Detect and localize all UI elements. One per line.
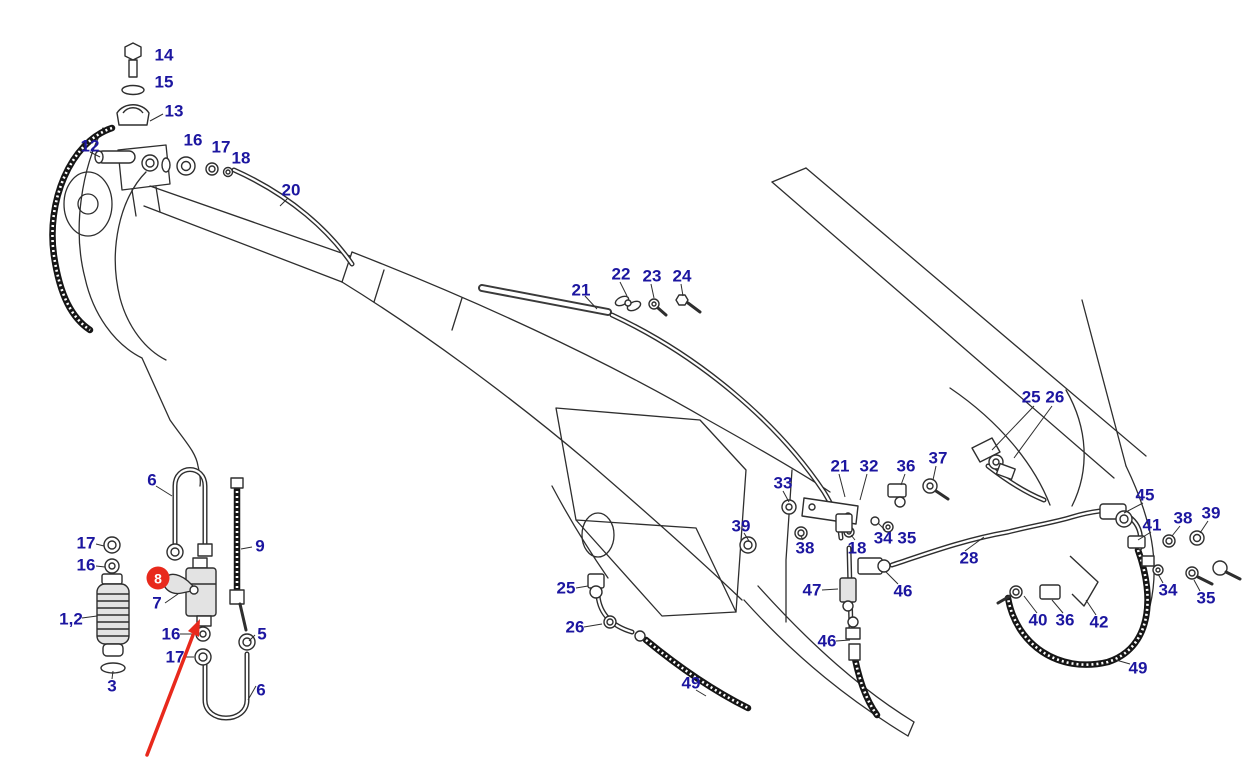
part-label-1-2: 1,2 — [59, 609, 83, 629]
part-label-16: 16 — [183, 130, 203, 150]
part-label-14: 14 — [154, 45, 174, 65]
leader-lines — [81, 113, 1209, 701]
fittings — [94, 42, 1242, 674]
part-label-39: 39 — [731, 516, 751, 536]
part-label-9: 9 — [255, 536, 265, 556]
part-label-5: 5 — [257, 624, 267, 644]
highlight-arrow — [145, 619, 200, 757]
part-label-36: 36 — [1055, 610, 1075, 630]
part-label-41: 41 — [1142, 515, 1162, 535]
part-label-34: 34 — [1158, 580, 1178, 600]
part-label-39: 39 — [1201, 503, 1221, 523]
highlighted-part-badge: 8 — [146, 566, 170, 590]
hoses — [52, 128, 1147, 718]
part-label-18: 18 — [847, 538, 867, 558]
part-label-34-35: 34 35 — [873, 528, 917, 548]
part-label-17: 17 — [211, 137, 231, 157]
part-label-17: 17 — [165, 647, 185, 667]
part-label-40: 40 — [1028, 610, 1048, 630]
part-label-17: 17 — [76, 533, 96, 553]
part-label-6: 6 — [256, 680, 266, 700]
part-label-25: 25 — [556, 578, 576, 598]
part-label-7: 7 — [152, 593, 162, 613]
part-label-33: 33 — [773, 473, 793, 493]
part-label-23: 23 — [642, 266, 662, 286]
part-label-38: 38 — [795, 538, 815, 558]
part-label-15: 15 — [154, 72, 174, 92]
part-label-36: 36 — [896, 456, 916, 476]
part-label-32: 32 — [859, 456, 879, 476]
part-label-42: 42 — [1089, 612, 1109, 632]
part-label-45: 45 — [1135, 485, 1155, 505]
part-label-16: 16 — [161, 624, 181, 644]
part-label-13: 13 — [164, 101, 184, 121]
chassis-outline — [63, 127, 1155, 737]
part-label-16: 16 — [76, 555, 96, 575]
part-label-22: 22 — [611, 264, 631, 284]
part-label-28: 28 — [959, 548, 979, 568]
part-label-38: 38 — [1173, 508, 1193, 528]
part-label-49: 49 — [681, 673, 701, 693]
part-label-47: 47 — [802, 580, 822, 600]
part-label-3: 3 — [107, 676, 117, 696]
part-label-21: 21 — [571, 280, 591, 300]
part-label-21: 21 — [830, 456, 850, 476]
part-label-24: 24 — [672, 266, 692, 286]
part-label-12: 12 — [80, 136, 100, 156]
part-label-37: 37 — [928, 448, 948, 468]
part-label-46: 46 — [817, 631, 837, 651]
part-label-35: 35 — [1196, 588, 1216, 608]
part-label-46: 46 — [893, 581, 913, 601]
part-label-25-26: 25 26 — [1021, 387, 1065, 407]
part-label-6: 6 — [147, 470, 157, 490]
part-label-20: 20 — [281, 180, 301, 200]
part-label-49: 49 — [1128, 658, 1148, 678]
part-label-18: 18 — [231, 148, 251, 168]
part-label-26: 26 — [565, 617, 585, 637]
